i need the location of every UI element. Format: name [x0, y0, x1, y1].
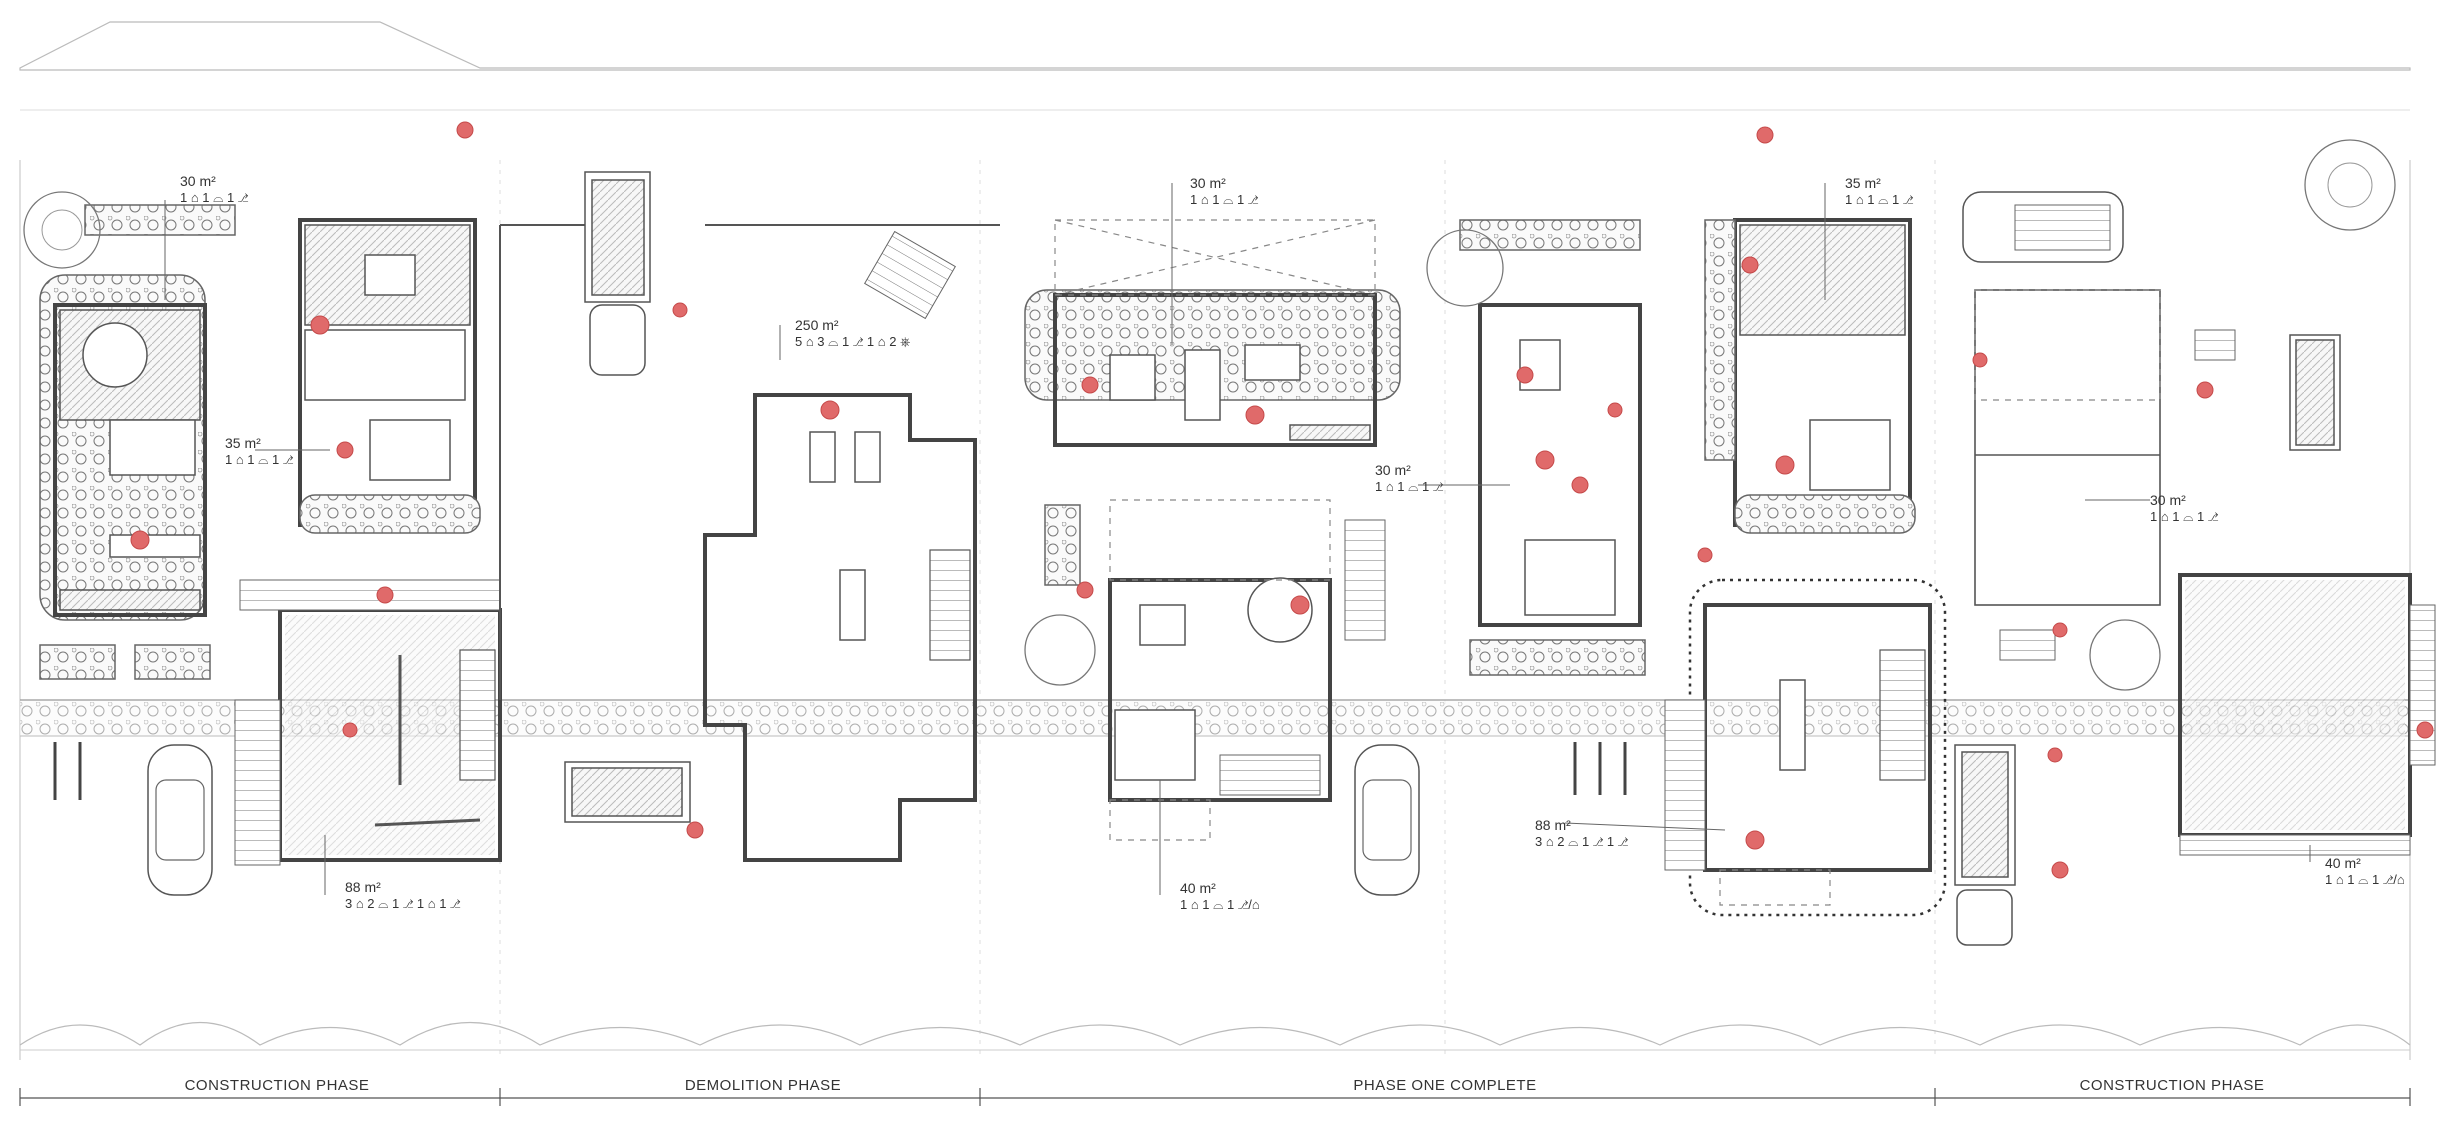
demolition-house: [499, 224, 1000, 862]
unit-label-area: 88 m²: [1535, 817, 1571, 833]
tree-left: [23, 191, 101, 269]
unit-label-area: 30 m²: [1190, 175, 1226, 191]
trees-right: [2089, 139, 2396, 691]
planter-center: [1024, 504, 1096, 686]
deck-right: [2178, 573, 2436, 856]
unit-88m2-right: [1664, 578, 1947, 917]
unit-label-rooms: 1 ⌂ 1 ⌓ 1 ⎇: [1190, 192, 1259, 207]
unit-label-rooms: 5 ⌂ 3 ⌓ 1 ⎇ 1 ⌂ 2 ⎈: [795, 334, 910, 349]
unit-88m2-left: [234, 579, 502, 866]
unit-labels: 30 m² 1 ⌂ 1 ⌓ 1 ⎇ 35 m² 1 ⌂ 1 ⌓ 1 ⎇ 88 m…: [180, 173, 2405, 912]
unit-label-rooms: 1 ⌂ 1 ⌓ 1 ⎇: [225, 452, 294, 467]
car-left: [147, 744, 213, 896]
phase-label-phase-one-complete: PHASE ONE COMPLETE: [1353, 1077, 1536, 1094]
phase-label-construction-1: CONSTRUCTION PHASE: [185, 1077, 370, 1094]
skip-bin-truck: [584, 171, 651, 376]
unit-40m2-center: [1108, 499, 1332, 841]
truck-right: [1954, 744, 2016, 946]
phase-timeline: CONSTRUCTION PHASE DEMOLITION PHASE PHAS…: [19, 1077, 2411, 1106]
unit-30m2-center-right: [1426, 219, 1646, 676]
unit-label-rooms: 1 ⌂ 1 ⌓ 1 ⎇: [180, 190, 249, 205]
frame-structure-right: [1974, 289, 2161, 606]
unit-30m2-center: [1024, 289, 1401, 447]
unit-label-area: 250 m²: [795, 317, 839, 333]
carport-center-top: [1054, 219, 1376, 296]
unit-35m2-right: [1704, 218, 1916, 534]
unit-label-rooms: 1 ⌂ 1 ⌓ 1 ⎇/⌂: [1180, 897, 1260, 912]
bottom-hedge: [19, 1021, 2411, 1051]
planters-left: [39, 204, 236, 680]
unit-label-rooms: 1 ⌂ 1 ⌓ 1 ⎇: [2150, 509, 2219, 524]
unit-label-area: 30 m²: [1375, 462, 1411, 478]
unit-label-rooms: 3 ⌂ 2 ⌓ 1 ⎇ 1 ⌂ 1 ⎇: [345, 896, 461, 911]
bicycles-left: [53, 742, 82, 800]
unit-label-rooms: 1 ⌂ 1 ⌓ 1 ⎇: [1845, 192, 1914, 207]
unit-label-area: 35 m²: [1845, 175, 1881, 191]
unit-label-area: 40 m²: [1180, 880, 1216, 896]
unit-label-area: 30 m²: [2150, 492, 2186, 508]
van-right: [1962, 191, 2124, 263]
bench-center: [1344, 519, 1386, 641]
unit-35m2-left: [298, 218, 481, 534]
phase-label-construction-2: CONSTRUCTION PHASE: [2080, 1077, 2265, 1094]
unit-label-rooms: 3 ⌂ 2 ⌓ 1 ⎇ 1 ⎇: [1535, 834, 1629, 849]
phase-label-demolition: DEMOLITION PHASE: [685, 1077, 841, 1094]
pallet-stack: [864, 230, 956, 320]
skip-bin-lower: [564, 761, 691, 823]
unit-leaders: [164, 183, 2311, 895]
car-center: [1354, 744, 1420, 896]
unit-label-area: 35 m²: [225, 435, 261, 451]
unit-label-area: 30 m²: [180, 173, 216, 189]
unit-label-rooms: 1 ⌂ 1 ⌓ 1 ⎇: [1375, 479, 1444, 494]
unit-label-area: 40 m²: [2325, 855, 2361, 871]
unit-label-rooms: 1 ⌂ 1 ⌓ 1 ⎇/⌂: [2325, 872, 2405, 887]
people: [130, 121, 2434, 879]
bicycles-right: [1573, 742, 1627, 795]
materials-stack-right: [1999, 329, 2341, 661]
unit-30m2-left: [39, 274, 207, 621]
unit-label-area: 88 m²: [345, 879, 381, 895]
